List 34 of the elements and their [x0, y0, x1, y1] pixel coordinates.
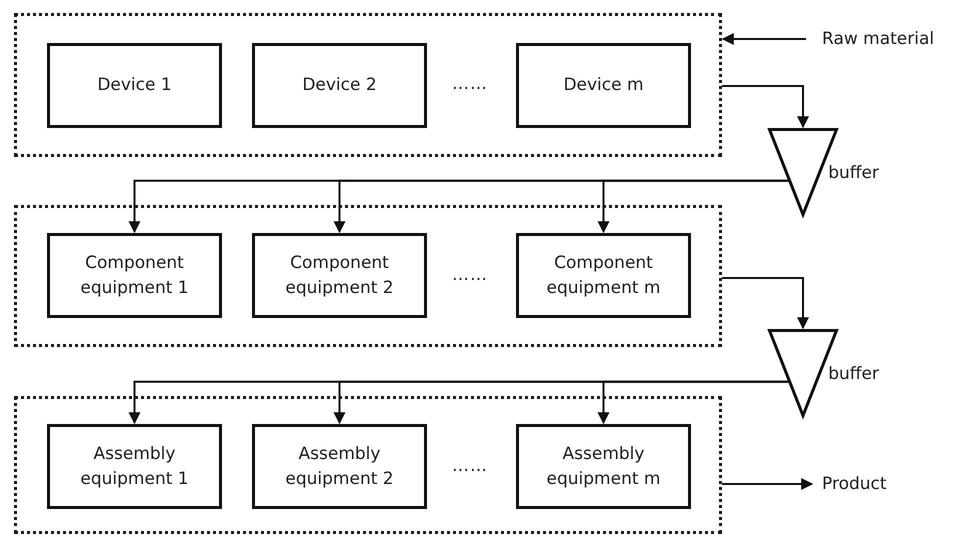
- box-label: Component equipment 1: [79, 252, 190, 300]
- box-label: Component equipment 2: [284, 252, 395, 300]
- equipment-box: [516, 424, 691, 509]
- flow-label: Raw material: [822, 29, 934, 49]
- flow-arrow: [722, 33, 806, 45]
- ellipsis-dots: ……: [452, 456, 488, 476]
- flow-arrow: [722, 85, 809, 128]
- equipment-box: [47, 43, 222, 128]
- ellipsis-dots: ……: [452, 265, 488, 285]
- dotted-group-frame: [14, 396, 722, 534]
- flow-arrow: [722, 478, 814, 490]
- equipment-box: [252, 43, 427, 128]
- flow-arrow: [598, 180, 789, 234]
- equipment-box: [516, 233, 691, 318]
- buffer-label: buffer: [828, 163, 879, 184]
- box-label: Assembly equipment 1: [79, 442, 190, 490]
- equipment-box: [47, 424, 222, 509]
- ellipsis-dots: ……: [452, 74, 488, 94]
- flow-arrow: [722, 277, 809, 330]
- dotted-group-frame: [14, 205, 722, 347]
- flow-label: Product: [822, 474, 887, 494]
- box-label: Device 1: [97, 74, 172, 98]
- equipment-box: [252, 233, 427, 318]
- flow-arrow: [598, 380, 789, 424]
- buffer-label: buffer: [828, 364, 879, 384]
- equipment-box: [47, 233, 222, 318]
- box-label: Device m: [563, 74, 644, 98]
- dotted-group-frame: [14, 13, 722, 157]
- equipment-box: [252, 424, 427, 509]
- box-label: Assembly equipment 2: [284, 442, 395, 490]
- box-label: Device 2: [302, 74, 377, 98]
- box-label: Assembly equipment m: [546, 442, 662, 490]
- equipment-box: [516, 43, 691, 128]
- box-label: Component equipment m: [546, 252, 662, 300]
